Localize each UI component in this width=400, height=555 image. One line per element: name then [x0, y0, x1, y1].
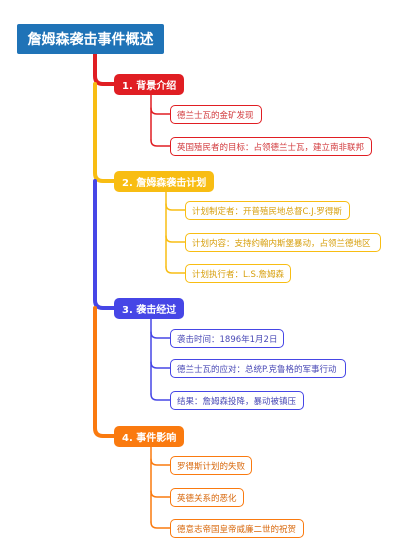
branch-connector [93, 306, 116, 438]
leaf-topic[interactable]: 计划制定者：开普殖民地总督C.J.罗得斯 [185, 201, 350, 220]
branch-connector [93, 52, 116, 86]
leaf-connector [150, 361, 171, 369]
leaf-topic[interactable]: 德兰士瓦的应对：总统P.克鲁格的军事行动 [170, 359, 346, 378]
leaf-connector [150, 393, 171, 401]
leaf-connector [150, 490, 171, 498]
branch-connector [93, 82, 116, 183]
leaf-topic[interactable]: 罗得斯计划的失败 [170, 456, 253, 475]
leaf-connector [165, 266, 186, 274]
branch-topic[interactable]: 1. 背景介绍 [114, 74, 185, 95]
branch-connector [93, 179, 116, 310]
branch-topic[interactable]: 2. 詹姆森袭击计划 [114, 171, 215, 192]
branch-topic[interactable]: 4. 事件影响 [114, 426, 185, 447]
leaf-topic[interactable]: 袭击时间：1896年1月2日 [170, 329, 285, 348]
leaf-connector [150, 458, 171, 466]
leaf-topic[interactable]: 英国殖民者的目标：占领德兰士瓦，建立南非联邦 [170, 137, 372, 156]
leaf-connector [165, 235, 186, 243]
leaf-topic[interactable]: 德兰士瓦的金矿发现 [170, 105, 262, 124]
root-topic[interactable]: 詹姆森袭击事件概述 [17, 24, 164, 54]
leaf-topic[interactable]: 德意志帝国皇帝威廉二世的祝贺 [170, 519, 304, 538]
leaf-topic[interactable]: 计划内容：支持约翰内斯堡暴动，占领兰德地区 [185, 233, 381, 252]
leaf-topic[interactable]: 英德关系的恶化 [170, 488, 244, 507]
leaf-connector [165, 203, 186, 211]
leaf-connector [150, 107, 171, 115]
leaf-topic[interactable]: 计划执行者：L.S.詹姆森 [185, 264, 292, 283]
branch-topic[interactable]: 3. 袭击经过 [114, 298, 185, 319]
leaf-topic[interactable]: 结果：詹姆森投降，暴动被镇压 [170, 391, 304, 410]
leaf-connector [150, 331, 171, 339]
leaf-connector [150, 521, 171, 529]
leaf-connector [150, 139, 171, 147]
